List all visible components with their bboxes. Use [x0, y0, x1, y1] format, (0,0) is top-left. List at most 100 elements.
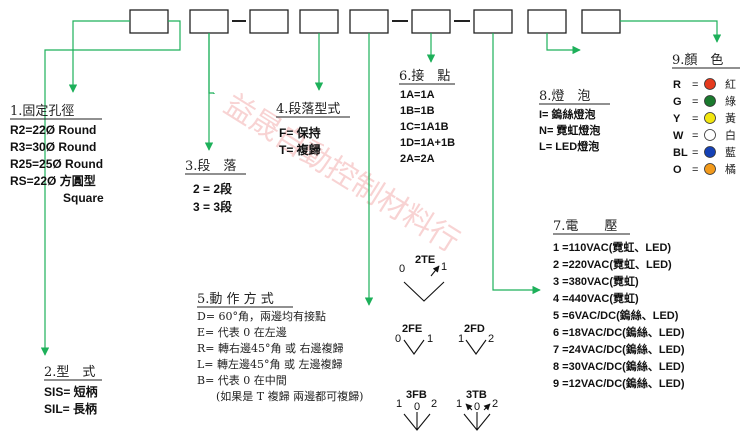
- section-7-line-7: 7 =24VAC/DC(鎢絲、LED): [553, 342, 685, 356]
- section-5-line-4: L= 轉左邊45°角 或 左邊複歸: [197, 357, 343, 371]
- leader-lines: [40, 20, 722, 356]
- section-5-line-2: E= 代表 0 在左邊: [197, 325, 287, 339]
- section-5-title: 5.動 作 方 式: [197, 291, 274, 307]
- section-6-line-3: 1C=1A1B: [400, 121, 449, 133]
- section-8-title: 8.燈 泡: [539, 89, 590, 104]
- section-7-line-9: 9 =12VAC/DC(鎢絲、LED): [553, 376, 685, 390]
- section-9-color: 9.顏 色 R=紅G=綠Y=黃W=白BL=藍O=橘: [672, 52, 740, 176]
- section-9-title: 9.顏 色: [672, 52, 723, 68]
- color-code-r: R: [673, 79, 681, 91]
- section-7-line-1: 1 =110VAC(霓虹、LED): [553, 240, 671, 254]
- diagram-3tb-center: 0: [474, 401, 480, 413]
- diagram-2te-arrow: [430, 265, 440, 277]
- color-code-bl: BL: [673, 147, 688, 159]
- section-2-line-2: SIL= 長柄: [44, 401, 97, 416]
- diagram-3tb-left: 1: [456, 398, 462, 410]
- section-6-line-4: 1D=1A+1B: [400, 137, 455, 149]
- color-swatch-w: [704, 129, 716, 141]
- leader-2: [40, 20, 181, 356]
- section-4-line-1: F= 保持: [279, 125, 321, 140]
- section-5-action: 5.動 作 方 式 D= 60°角，兩邊均有接點 E= 代表 0 在左邊 R= …: [197, 291, 363, 403]
- color-code-y: Y: [673, 113, 681, 125]
- section-1-title: 1.固定孔徑: [10, 104, 74, 119]
- diagram-2fe-right: 1: [427, 333, 433, 345]
- diagram-3fb-label: 3FB: [406, 389, 427, 401]
- diagram-2fd-right: 2: [488, 333, 494, 345]
- section-7-line-8: 8 =30VAC/DC(鎢絲、LED): [553, 359, 685, 373]
- diagram-2fd-label: 2FD: [464, 323, 485, 335]
- section-6-line-1: 1A=1A: [400, 89, 435, 101]
- leader-8: [546, 33, 581, 55]
- section-1-line-4: RS=22Ø 方圓型: [10, 173, 96, 188]
- code-box-4: [299, 9, 339, 34]
- color-swatch-g: [704, 95, 716, 107]
- diagram-2te-left: 0: [399, 263, 405, 275]
- section-5-line-5: B= 代表 0 在中間: [197, 373, 287, 387]
- color-code-w: W: [673, 130, 684, 142]
- code-boxes: [129, 9, 621, 34]
- color-name-w: 白: [725, 128, 736, 142]
- section-3-stages: 3.段 落 2 = 2段 3 = 3段: [185, 159, 246, 214]
- code-box-2: [189, 9, 229, 34]
- section-3-title: 3.段 落: [185, 159, 236, 174]
- diagram-2fd-left: 1: [458, 333, 464, 345]
- section-1-fixed-hole: 1.固定孔徑 R2=22Ø Round R3=30Ø Round R25=25Ø…: [10, 104, 104, 205]
- diagram-3fb-center: 0: [414, 401, 420, 413]
- section-2-type: 2.型 式 SIS= 短柄 SIL= 長柄: [44, 365, 102, 416]
- section-3-line-1: 2 = 2段: [193, 181, 233, 196]
- color-equals: =: [692, 164, 698, 176]
- section-1-line-5: Square: [63, 191, 104, 205]
- code-box-6: [411, 9, 451, 34]
- section-5-line-6: (如果是 T 複歸 兩邊都可複歸): [216, 389, 363, 403]
- section-8-bulb: 8.燈 泡 I= 鎢絲燈泡 N= 霓虹燈泡 L= LED燈泡: [539, 89, 610, 153]
- section-4-stage-type: 4.段落型式 F= 保持 T= 複歸: [276, 102, 350, 157]
- section-2-title: 2.型 式: [44, 365, 95, 380]
- section-6-contacts: 6.接 點 1A=1A 1B=1B 1C=1A1B 1D=1A+1B 2A=2A: [399, 68, 455, 165]
- code-box-9: [581, 9, 621, 34]
- color-name-g: 綠: [725, 95, 736, 108]
- section-4-line-2: T= 複歸: [279, 142, 321, 157]
- section-5-line-1: D= 60°角，兩邊均有接點: [197, 309, 326, 323]
- section-7-line-4: 4 =440VAC(霓虹): [553, 291, 639, 305]
- diagram-3tb-arrow-right: [483, 403, 491, 411]
- position-diagrams: [403, 265, 491, 431]
- color-equals: =: [692, 147, 698, 159]
- code-box-3: [249, 9, 289, 34]
- diagram-3fb-left: 1: [396, 398, 402, 410]
- section-7-line-2: 2 =220VAC(霓虹、LED): [553, 257, 672, 271]
- section-8-line-1: I= 鎢絲燈泡: [539, 107, 596, 121]
- color-name-y: 黃: [725, 112, 736, 125]
- color-swatch-bl: [704, 146, 716, 158]
- color-name-bl: 藍: [725, 146, 736, 159]
- color-swatch-y: [704, 112, 716, 124]
- section-7-line-6: 6 =18VAC/DC(鎢絲、LED): [553, 325, 685, 339]
- section-7-voltage: 7.電 壓 1 =110VAC(霓虹、LED) 2 =220VAC(霓虹、LED…: [553, 219, 685, 390]
- diagram-3tb-label: 3TB: [466, 389, 487, 401]
- section-6-line-2: 1B=1B: [400, 105, 435, 117]
- leader-9: [620, 20, 722, 43]
- color-rows: R=紅G=綠Y=黃W=白BL=藍O=橘: [673, 78, 736, 176]
- code-box-1: [129, 9, 169, 34]
- diagram-3tb: [463, 403, 491, 431]
- color-swatch-o: [704, 163, 716, 175]
- leader-1: [68, 20, 130, 93]
- diagram-2te-lines: [403, 281, 445, 302]
- section-8-line-3: L= LED燈泡: [539, 139, 599, 153]
- diagram-2te-label: 2TE: [415, 254, 435, 266]
- position-labels: 2TE 0 1 2FE 0 1 2FD 1 2 3FB 1 0 2 3TB 1 …: [395, 254, 498, 413]
- diagram-2fe-label: 2FE: [402, 323, 422, 335]
- section-7-line-3: 3 =380VAC(霓虹): [553, 274, 639, 288]
- diagram-3tb-arrow-left: [465, 403, 473, 411]
- section-4-title: 4.段落型式: [276, 102, 340, 117]
- diagram-2te-right: 1: [441, 261, 447, 273]
- diagram-3fb: [403, 412, 431, 431]
- diagram-2te: [403, 265, 445, 302]
- section-7-title: 7.電 壓: [553, 219, 617, 234]
- diagram-3tb-right: 2: [492, 398, 498, 410]
- color-name-o: 橘: [725, 163, 736, 176]
- section-6-line-5: 2A=2A: [400, 153, 435, 165]
- section-6-title: 6.接 點: [399, 68, 450, 84]
- diagram-2fe-left: 0: [395, 333, 401, 345]
- diagram-3fb-right: 2: [431, 398, 437, 410]
